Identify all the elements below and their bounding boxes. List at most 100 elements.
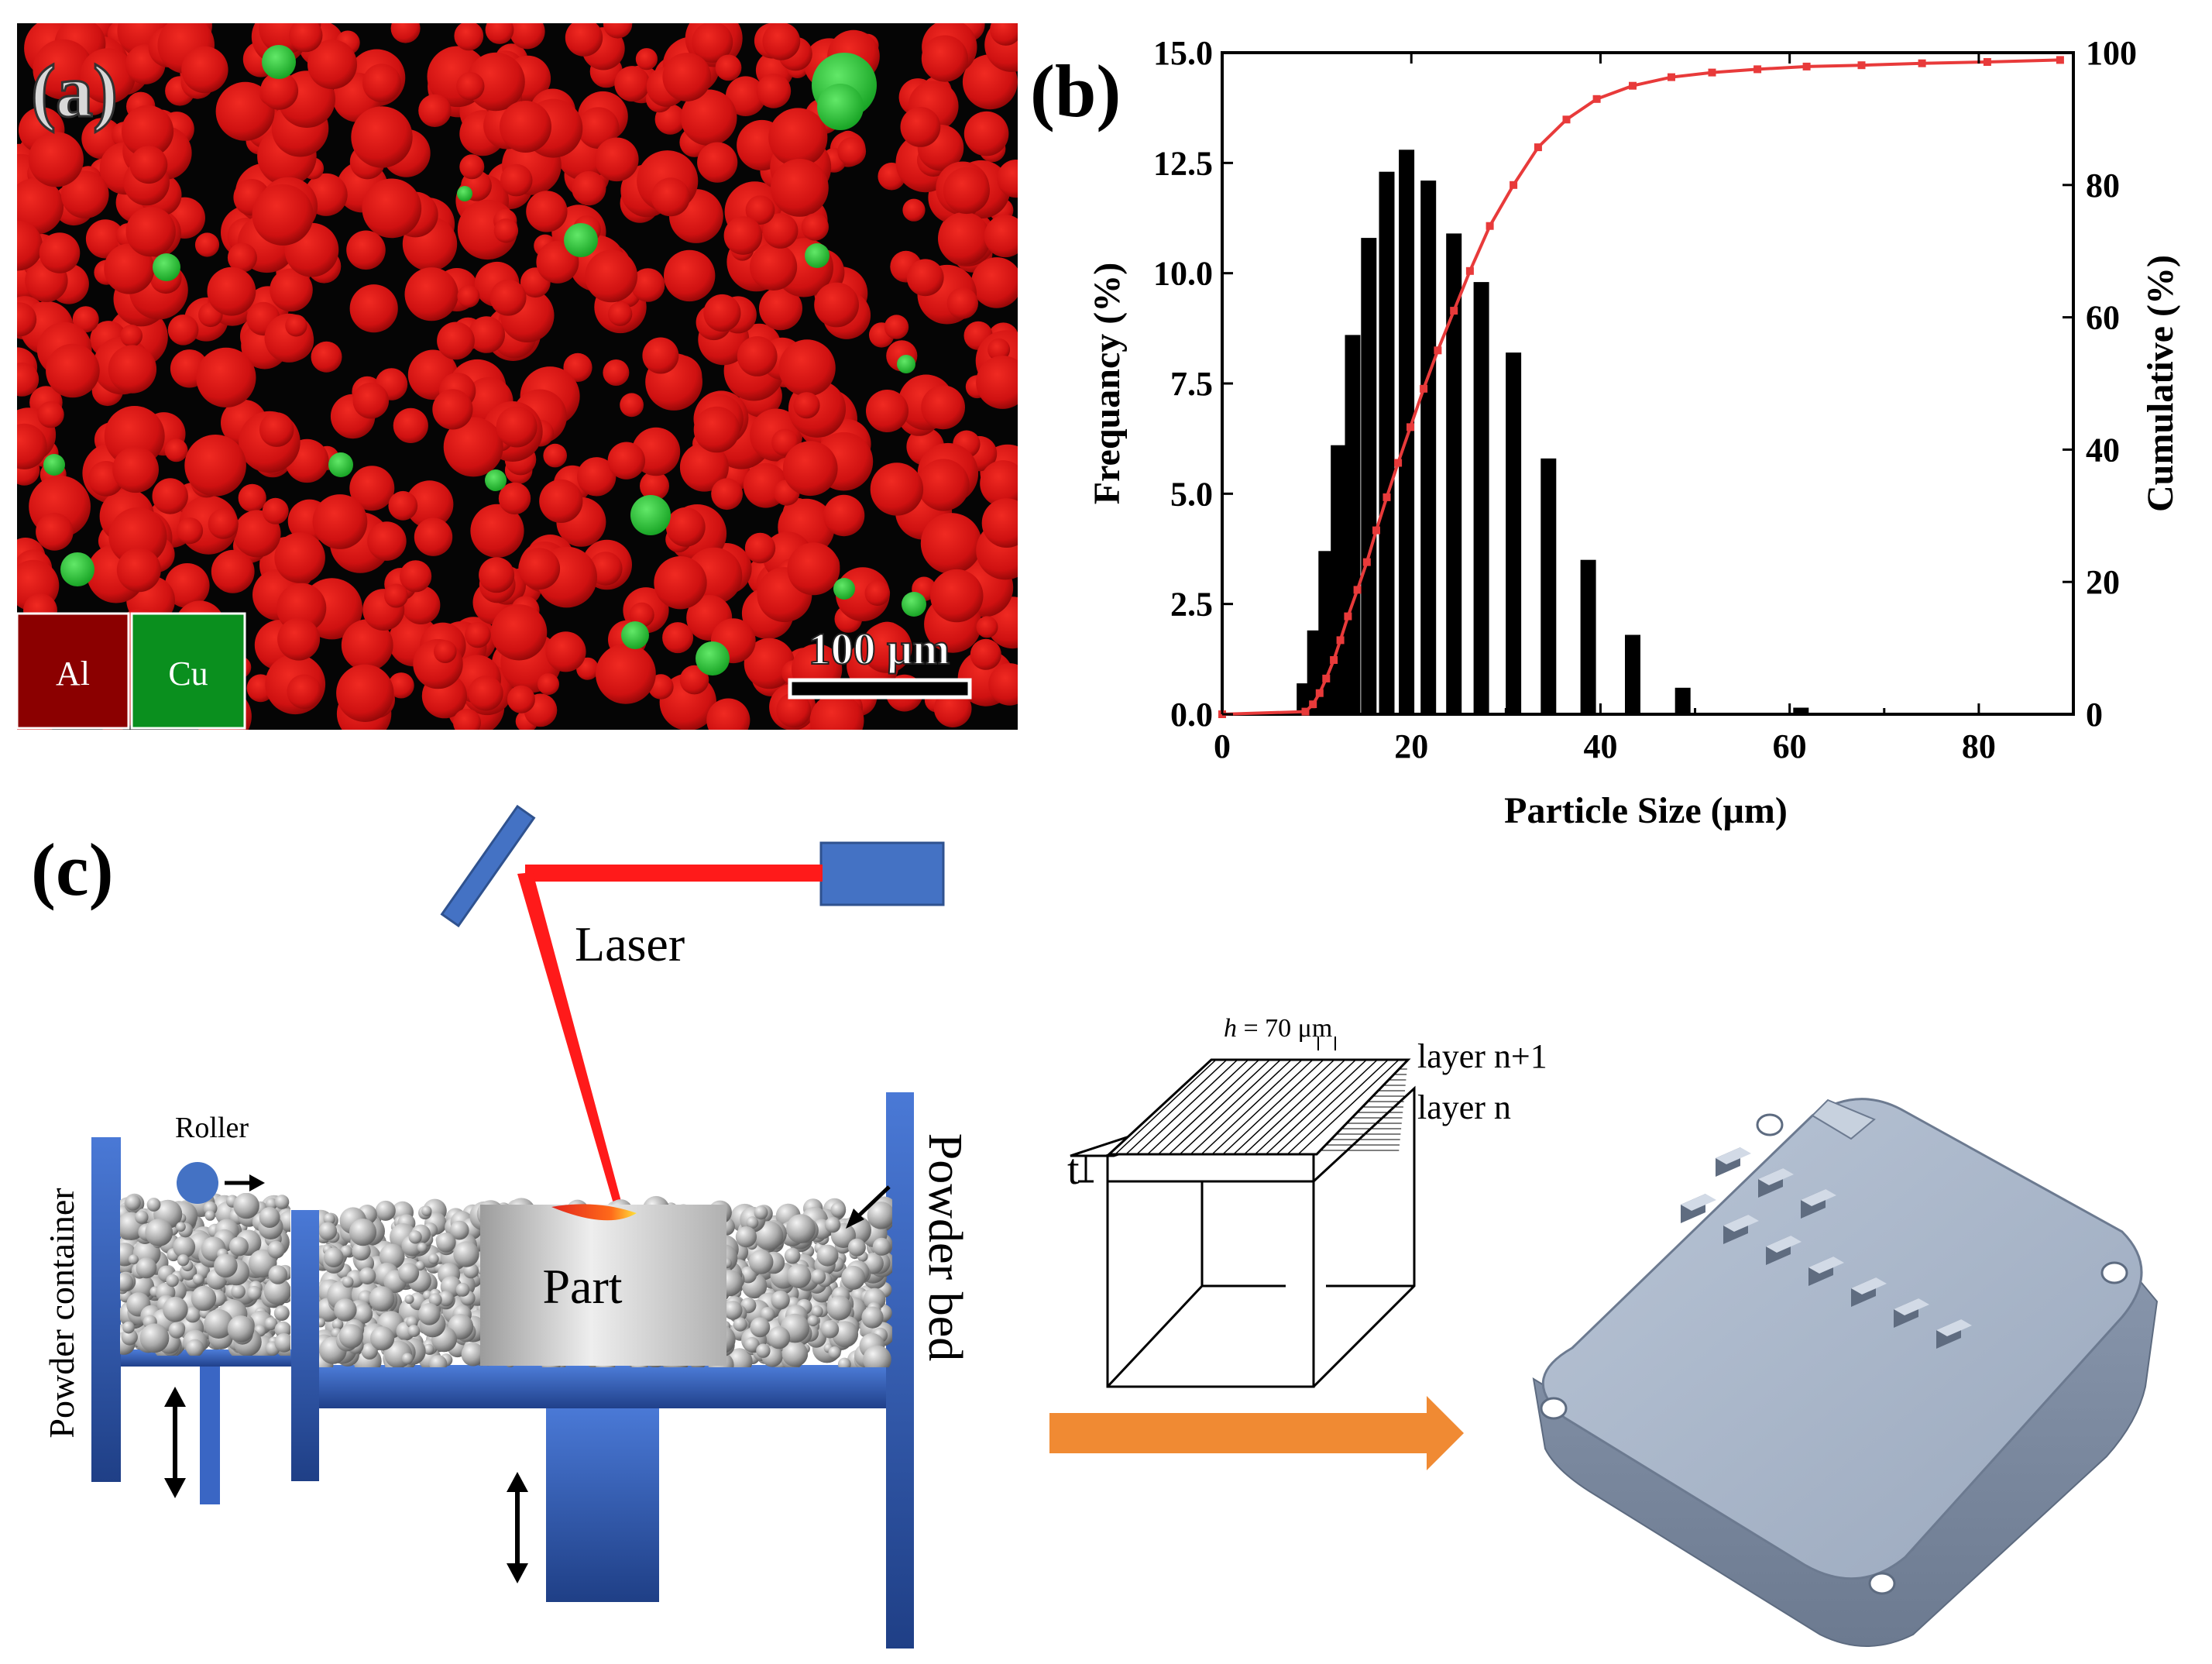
al-particle — [518, 548, 561, 590]
cu-particle — [60, 552, 94, 586]
al-particle — [352, 382, 390, 419]
cumulative-point — [1336, 636, 1345, 645]
histogram-bar — [1446, 233, 1462, 714]
al-particle — [404, 267, 459, 321]
al-particle — [432, 389, 473, 430]
al-particle — [864, 580, 891, 606]
powder-particle — [423, 1343, 434, 1355]
powder-particle — [168, 1322, 185, 1339]
al-particle — [884, 315, 909, 339]
powder-particle — [786, 1263, 812, 1289]
y-tick-label-right: 40 — [2086, 431, 2120, 469]
cumulative-point — [1510, 180, 1518, 189]
build-platform — [319, 1365, 886, 1408]
ridge-top — [1801, 1189, 1836, 1206]
powder-particle — [453, 1241, 479, 1267]
cumulative-point — [1802, 62, 1811, 70]
cumulative-point — [1918, 59, 1926, 67]
cumulative-point — [1465, 266, 1474, 275]
powder-particle — [863, 1345, 891, 1367]
al-particle — [921, 385, 965, 430]
al-particle — [28, 132, 84, 187]
al-particle — [112, 446, 160, 493]
powder-particle — [136, 1257, 157, 1279]
histogram-bar — [1420, 180, 1437, 715]
ridge-top — [1851, 1277, 1887, 1294]
al-particle — [453, 708, 481, 730]
cu-particle — [262, 45, 296, 79]
al-particle — [260, 71, 299, 110]
printed-component-3d — [1532, 1098, 2159, 1647]
powder-particle — [173, 1236, 196, 1258]
y-tick-label-right: 60 — [2086, 299, 2120, 337]
ridge-top — [1723, 1215, 1759, 1232]
al-particle — [776, 693, 812, 728]
al-particle — [946, 287, 979, 319]
al-particle — [538, 673, 559, 696]
al-particle — [489, 279, 527, 316]
powder-particle — [768, 1326, 791, 1349]
al-particle — [17, 302, 37, 337]
powder-particle — [125, 1195, 141, 1211]
powder-particle — [273, 1305, 290, 1321]
histogram-bar — [1318, 551, 1334, 714]
powder-particle — [349, 1219, 377, 1246]
hatch-line — [1158, 1059, 1260, 1155]
panel-c-schematic: (c) Laser Powder container — [31, 804, 2159, 1649]
powder-particle — [228, 1236, 249, 1257]
al-particle — [479, 557, 515, 593]
al-particle — [565, 23, 603, 57]
al-particle — [164, 438, 188, 462]
al-particle — [362, 178, 422, 239]
al-particle — [963, 111, 1009, 156]
cu-particle — [621, 621, 649, 649]
cu-particle — [902, 592, 926, 617]
al-particle — [37, 401, 64, 428]
al-particle — [787, 542, 840, 596]
al-particle — [362, 64, 401, 102]
roller: Roller — [175, 1112, 265, 1204]
al-particle — [607, 301, 633, 326]
al-particle — [262, 497, 289, 524]
al-particle — [238, 483, 266, 512]
powder-particle — [807, 1315, 819, 1327]
al-particle — [980, 460, 1018, 507]
panel-c-label: (c) — [31, 828, 114, 911]
cumulative-point — [1629, 81, 1637, 90]
al-particle — [665, 507, 706, 547]
ridge-top — [1808, 1257, 1844, 1274]
al-particle — [434, 640, 457, 663]
powder-particle — [259, 1207, 280, 1228]
cu-particle — [696, 641, 730, 676]
al-particle — [723, 216, 763, 255]
layer-n-plus-1-label: layer n+1 — [1417, 1037, 1547, 1075]
al-particle — [771, 159, 829, 217]
al-particle — [493, 218, 519, 243]
al-particle — [457, 285, 480, 308]
scanning-mirror — [440, 804, 536, 928]
cumulative-point — [1353, 586, 1362, 594]
y-tick-label-left: 2.5 — [1170, 586, 1213, 624]
al-particle — [603, 359, 630, 386]
powder-particle — [744, 1337, 760, 1353]
hatch-line — [1147, 1059, 1249, 1155]
eds-particles — [17, 23, 1018, 730]
powder-particle — [233, 1193, 259, 1219]
al-particle — [108, 507, 167, 566]
powder-particle — [824, 1216, 841, 1233]
powder-particle — [760, 1307, 775, 1322]
al-particle — [703, 294, 741, 332]
powder-particle — [438, 1291, 454, 1307]
powder-particle — [191, 1285, 217, 1312]
al-particle — [933, 689, 972, 727]
powder-particle — [429, 1355, 448, 1367]
x-tick-label: 80 — [1962, 727, 1996, 765]
powder-particle — [265, 1198, 278, 1210]
al-particle — [468, 676, 503, 711]
y-tick-label-left: 5.0 — [1170, 475, 1213, 513]
al-particle — [414, 517, 453, 556]
powder-particle — [828, 1346, 841, 1360]
powder-particle — [735, 1226, 757, 1248]
